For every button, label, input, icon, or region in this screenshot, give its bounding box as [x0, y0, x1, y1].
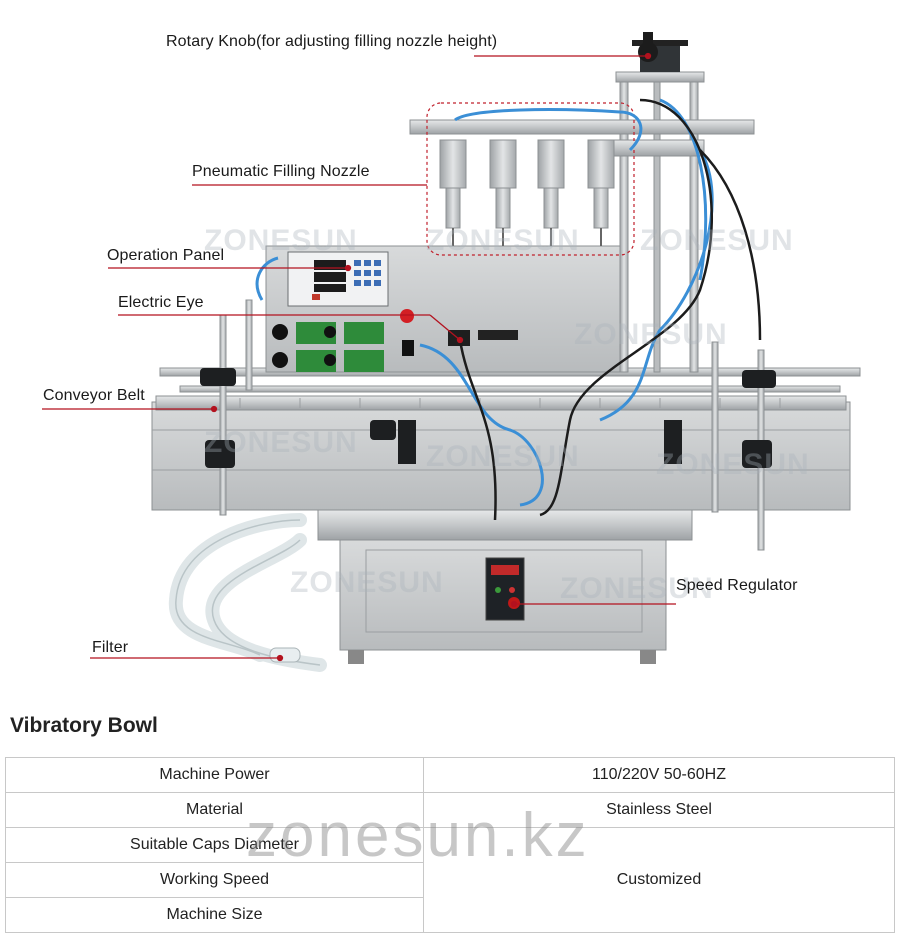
spec-label: Suitable Caps Diameter	[5, 827, 424, 863]
base-cabinet	[317, 509, 693, 541]
spec-value: Stainless Steel	[423, 792, 895, 828]
filling-nozzles	[439, 139, 615, 246]
table-row: Machine Size	[5, 897, 895, 933]
machine-illustration	[42, 32, 861, 672]
callout-conveyor-belt: Conveyor Belt	[43, 387, 145, 404]
spec-value: 110/220V 50-60HZ	[423, 757, 895, 793]
spec-value: Customized	[423, 827, 895, 933]
lifting-column	[615, 71, 705, 83]
callout-rotary-knob: Rotary Knob(for adjusting filling nozzle…	[166, 33, 498, 50]
callout-electric-eye: Electric Eye	[118, 294, 204, 311]
callout-filter: Filter	[92, 639, 129, 656]
table-row: Working Speed	[5, 862, 895, 898]
callout-pneumatic-filling-nozzle: Pneumatic Filling Nozzle	[192, 163, 370, 180]
rotary-knob	[638, 42, 658, 62]
section-title: Vibratory Bowl	[10, 714, 158, 737]
spec-table: Machine Power 110/220V 50-60HZ Material …	[5, 757, 895, 933]
spec-label: Working Speed	[5, 862, 424, 898]
spec-label: Material	[5, 792, 424, 828]
spec-label: Machine Power	[5, 757, 424, 793]
conveyor-frame	[151, 401, 851, 511]
table-row: Machine Power 110/220V 50-60HZ	[5, 757, 895, 793]
spec-label: Machine Size	[5, 897, 424, 933]
callout-operation-panel: Operation Panel	[107, 247, 225, 264]
table-row: Suitable Caps Diameter Customized	[5, 827, 895, 933]
callout-speed-regulator: Speed Regulator	[676, 577, 798, 594]
table-row: Material Stainless Steel	[5, 792, 895, 828]
filter	[269, 647, 301, 663]
